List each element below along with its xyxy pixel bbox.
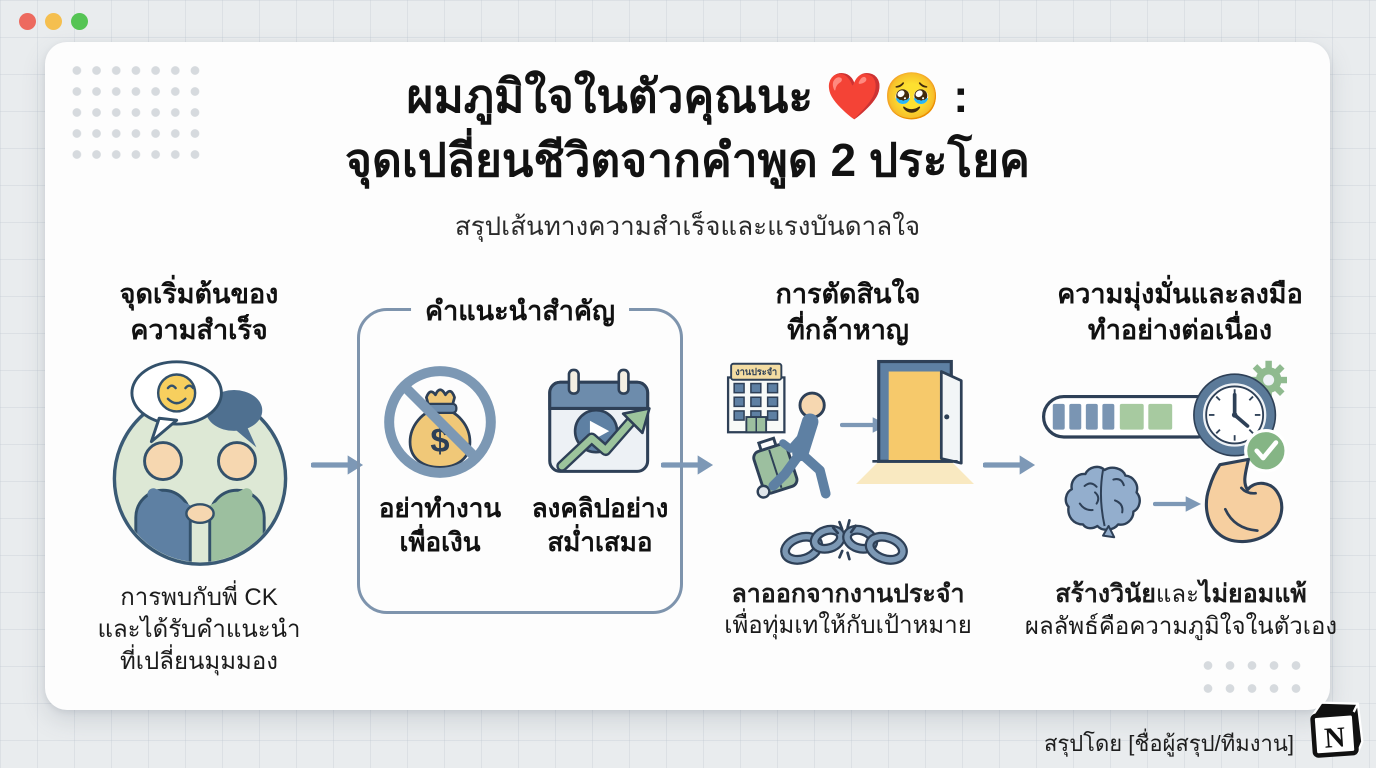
page-title-line2: จุดเปลี่ยนชีวิตจากคำพูด 2 ประโยค: [345, 134, 1030, 186]
step4-caption: สร้างวินัยและไม่ยอมแพ้ ผลลัพธ์คือความภูม…: [1023, 578, 1339, 643]
step2-item-no-money: $ อย่าทำงาน เพื่อเงิน: [360, 363, 520, 559]
page-subtitle: สรุปเส้นทางความสำเร็จและแรงบันดาลใจ: [454, 211, 921, 241]
decorative-dots-bottom-right: [1197, 654, 1307, 700]
step4-caption-line2: ผลลัพธ์คือความภูมิใจในตัวเอง: [1024, 613, 1338, 640]
infographic-card: ผมภูมิใจในตัวคุณนะ ❤️🥹 : จุดเปลี่ยนชีวิต…: [45, 42, 1337, 710]
flexed-bicep-icon: [1204, 457, 1284, 544]
step1-heading-line1: จุดเริ่มต้นของ: [119, 279, 279, 309]
step4-caption-bold2: ไม่ยอมแพ้: [1199, 580, 1307, 608]
no-money-bag-icon: $: [384, 366, 496, 478]
step3-caption-bold: ลาออกจากงานประจำ: [731, 580, 965, 608]
building-sign-text: งานประจำ: [735, 367, 777, 377]
step4-heading-line1: ความมุ่งมั่นและลงมือ: [1057, 279, 1303, 309]
step4-illustration: [1037, 352, 1329, 574]
step4-caption-mid: และ: [1155, 581, 1199, 608]
flow-arrow-3-icon: [983, 455, 1036, 475]
calendar-video-growth-icon: [548, 368, 651, 473]
step1-caption-line2: และได้รับคำแนะนำ: [97, 616, 301, 643]
step2-item2-label-line1: ลงคลิปอย่าง: [531, 493, 669, 523]
step2-advice-box: คำแนะนำสำคัญ $ อย่าทำงาน เพื่อเงิน: [357, 289, 683, 614]
mini-arrow-strength-icon: [1153, 496, 1202, 512]
close-button[interactable]: [19, 13, 36, 30]
step4-caption-line1: สร้างวินัยและไม่ยอมแพ้: [1023, 578, 1339, 611]
person-leaving-with-suitcase-icon: [752, 391, 831, 499]
handshake-conversation-icon: [112, 360, 288, 566]
broken-chain-icon: [780, 519, 908, 565]
step2-box-title: คำแนะนำสำคัญ: [411, 289, 629, 332]
step2-item2-label: ลงคลิปอย่าง สม่ำเสมอ: [532, 491, 669, 559]
page-title-line1: ผมภูมิใจในตัวคุณนะ ❤️🥹 :: [406, 70, 969, 122]
step2-item1-label-line2: เพื่อเงิน: [399, 527, 481, 557]
step3-heading-line1: การตัดสินใจ: [775, 279, 921, 309]
step3-illustration: งานประจำ: [708, 357, 988, 575]
step3-caption-line2: เพื่อทุ่มเทให้กับเป้าหมาย: [724, 612, 972, 639]
step1-heading-line2: ความสำเร็จ: [130, 315, 268, 345]
maximize-button[interactable]: [71, 13, 88, 30]
step2-item1-label: อย่าทำงาน เพื่อเงิน: [379, 491, 501, 559]
page-title: ผมภูมิใจในตัวคุณนะ ❤️🥹 : จุดเปลี่ยนชีวิต…: [45, 64, 1330, 192]
notion-logo-icon: N: [1310, 701, 1364, 758]
step1-caption: การพบกับพี่ CK และได้รับคำแนะนำ ที่เปลี่…: [73, 582, 325, 678]
decorative-dots-top-left: [67, 60, 205, 165]
minimize-button[interactable]: [45, 13, 62, 30]
notion-letter: N: [1323, 721, 1346, 754]
step1-caption-line3: ที่เปลี่ยนมุมมอง: [119, 648, 279, 675]
step4-heading: ความมุ่งมั่นและลงมือ ทำอย่างต่อเนื่อง: [1030, 276, 1330, 348]
step4-caption-bold1: สร้างวินัย: [1055, 580, 1156, 608]
step2-item2-label-line2: สม่ำเสมอ: [547, 527, 653, 557]
flow-arrow-1-icon: [311, 455, 364, 475]
step3-caption: ลาออกจากงานประจำ เพื่อทุ่มเทให้กับเป้าหม…: [693, 578, 1003, 642]
credit-text: สรุปโดย [ชื่อผู้สรุป/ทีมงาน]: [1043, 731, 1294, 756]
step3-heading: การตัดสินใจ ที่กล้าหาญ: [708, 276, 988, 348]
step4-heading-line2: ทำอย่างต่อเนื่อง: [1087, 315, 1273, 345]
open-door-icon: [856, 359, 974, 484]
progress-bar-clock-check-icon: [1041, 360, 1287, 473]
step3-heading-line2: ที่กล้าหาญ: [787, 315, 909, 345]
step2-item-post-clips: ลงคลิปอย่าง สม่ำเสมอ: [520, 363, 680, 559]
step2-item1-label-line1: อย่าทำงาน: [378, 493, 502, 523]
brain-icon: [1064, 465, 1141, 539]
step1-heading: จุดเริ่มต้นของ ความสำเร็จ: [83, 276, 315, 348]
office-building-icon: งานประจำ: [726, 362, 786, 434]
step1-caption-line1: การพบกับพี่ CK: [120, 584, 278, 611]
flow-arrow-2-icon: [661, 455, 714, 475]
